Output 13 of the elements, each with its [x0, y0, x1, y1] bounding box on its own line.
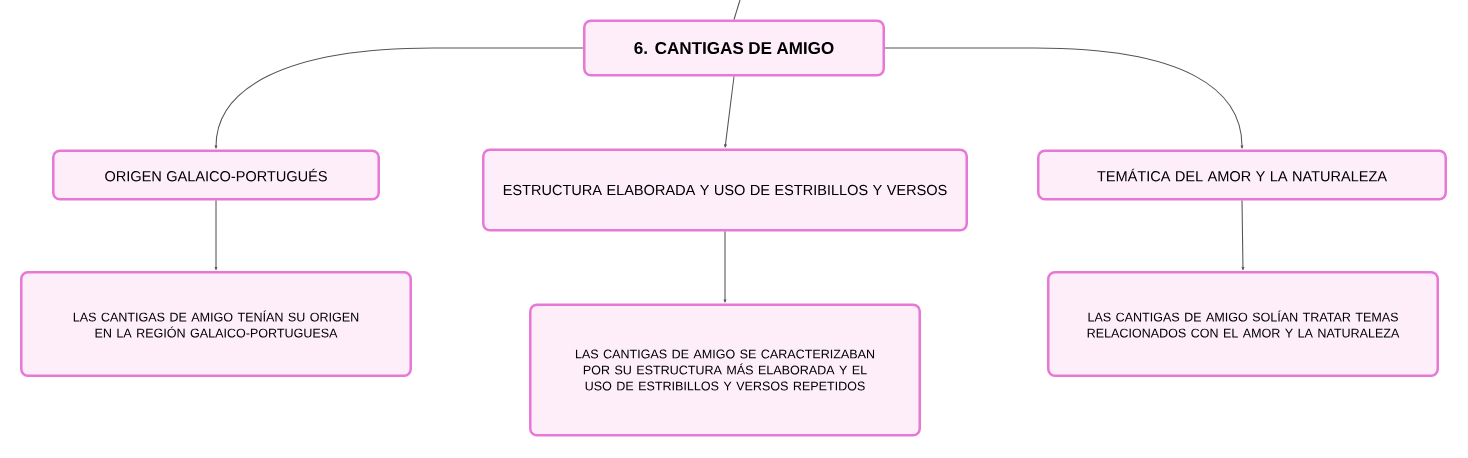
concept-box: 6. CANTIGAS DE AMIGO: [583, 19, 885, 77]
arrow: [723, 230, 727, 303]
concept-box: TEMÁTICA DEL AMOR Y LA NATURALEZA: [1037, 149, 1447, 201]
concept-box: LAS CANTIGAS DE AMIGO SE CARACTERIZABAN POR SU ESTRUCTURA MÁS ELABORADA Y EL USO DE ESTRIBILLOS Y VERSOS REPETIDOS: [529, 303, 921, 437]
arrow: [214, 199, 218, 271]
arrow: [884, 47, 1244, 149]
concept-box: LAS CANTIGAS DE AMIGO TENÍAN SU ORIGEN EN LA REGIÓN GALAICO-PORTUGUESA: [20, 271, 412, 377]
arrow: [1241, 199, 1245, 271]
concept-box: LAS CANTIGAS DE AMIGO SOLÍAN TRATAR TEMAS RELACIONADOS CON EL AMOR Y LA NATURALEZA: [1047, 271, 1439, 377]
arrow: [724, 75, 735, 148]
concept-box: ESTRUCTURA ELABORADA Y USO DE ESTRIBILLOS Y VERSOS: [482, 148, 968, 232]
arrow: [214, 47, 584, 149]
concept-box: ORIGEN GALAICO-PORTUGUÉS: [52, 149, 380, 201]
